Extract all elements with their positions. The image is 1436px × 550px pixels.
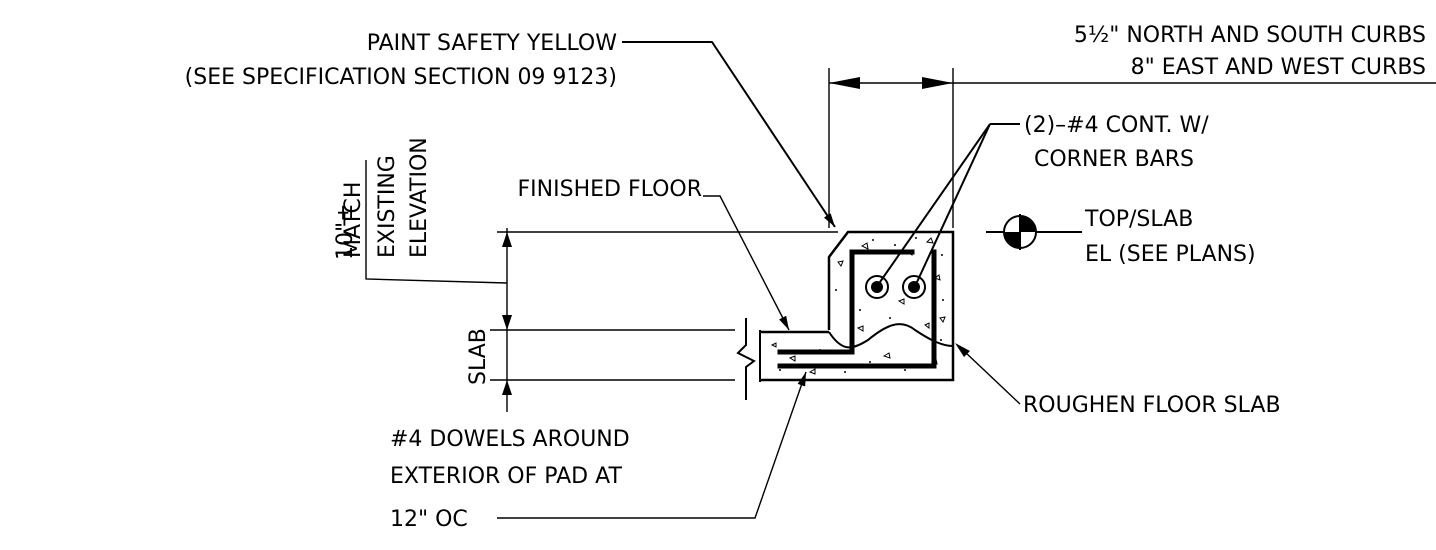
height-dimension-label: 10"± (333, 203, 358, 260)
width-note-line1: 5½" NORTH AND SOUTH CURBS (1074, 23, 1426, 48)
dowels-note-line3: 12" OC (390, 507, 468, 532)
elevation-marker (986, 214, 1082, 250)
width-note-line2: 8" EAST AND WEST CURBS (1131, 55, 1426, 80)
rebar-note-line1: (2)–#4 CONT. W/ (1024, 113, 1209, 138)
roughen-label: ROUGHEN FLOOR SLAB (1023, 393, 1281, 418)
rebar-note-line2: CORNER BARS (1034, 147, 1194, 172)
match-label: MATCH (341, 182, 366, 258)
corner-bar (777, 249, 937, 369)
elevation-top-label: TOP/SLAB (1084, 207, 1193, 232)
annotations: PAINT SAFETY YELLOW (SEE SPECIFICATION S… (185, 23, 1426, 532)
elevation-label: ELEVATION (407, 137, 432, 258)
leaders (497, 41, 1021, 519)
top-dimension (828, 68, 1436, 228)
finished-floor-label: FINISHED FLOOR (518, 177, 702, 202)
existing-label: EXISTING (375, 155, 400, 258)
concrete-section (736, 230, 955, 400)
elevation-bottom-label: EL (SEE PLANS) (1085, 242, 1256, 267)
reinforcement (777, 249, 937, 369)
slab-label: SLAB (466, 328, 491, 385)
curb-outline (760, 230, 955, 382)
paint-note-line2: (SEE SPECIFICATION SECTION 09 9123) (185, 65, 617, 90)
left-dimension (365, 228, 838, 412)
dowels-note-line2: EXTERIOR OF PAD AT (390, 464, 622, 489)
paint-note-line1: PAINT SAFETY YELLOW (367, 31, 618, 56)
dowel-bar (777, 249, 915, 355)
slab-break-line (736, 318, 756, 400)
dowels-note-line1: #4 DOWELS AROUND (390, 427, 630, 452)
